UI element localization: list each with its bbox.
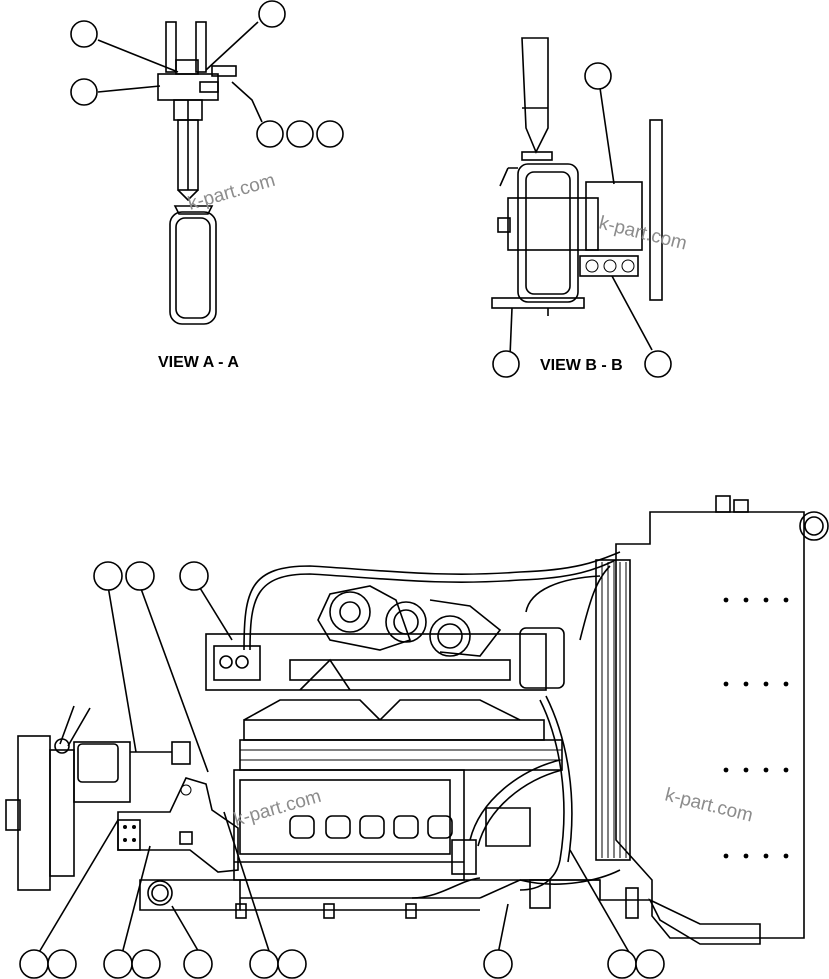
callout-bubble[interactable] bbox=[607, 949, 637, 979]
engine-assembly-drawing bbox=[5, 495, 829, 945]
callout-bubble[interactable] bbox=[249, 949, 279, 979]
leader-line bbox=[205, 21, 259, 71]
callout-bubble[interactable] bbox=[47, 949, 77, 979]
callout-bubble[interactable] bbox=[258, 0, 286, 28]
callout-bubble[interactable] bbox=[584, 62, 612, 90]
gearbox bbox=[73, 741, 131, 803]
pump bbox=[451, 839, 477, 875]
callout-bubble[interactable] bbox=[125, 561, 155, 591]
watermark: k-part.com bbox=[186, 170, 278, 215]
callout-bubble[interactable] bbox=[286, 120, 314, 148]
coolant-hose bbox=[243, 551, 621, 651]
view-b-label: VIEW B - B bbox=[540, 357, 623, 374]
leader-line bbox=[231, 81, 263, 123]
callout-bubble[interactable] bbox=[93, 561, 123, 591]
callout-bubble[interactable] bbox=[277, 949, 307, 979]
lower-hose bbox=[519, 699, 565, 891]
callout-bubble[interactable] bbox=[19, 949, 49, 979]
generator-housing bbox=[17, 735, 51, 891]
watermark: k-part.com bbox=[232, 786, 324, 831]
callout-bubble[interactable] bbox=[635, 949, 665, 979]
leader-line bbox=[97, 85, 161, 93]
turbochargers bbox=[317, 585, 502, 657]
callout-bubble[interactable] bbox=[103, 949, 133, 979]
leader-line bbox=[599, 87, 615, 185]
view-b-drawing bbox=[491, 37, 672, 378]
base-roller bbox=[147, 880, 173, 906]
callout-bubble[interactable] bbox=[483, 949, 513, 979]
callout-bubble[interactable] bbox=[644, 350, 672, 378]
callout-bubble[interactable] bbox=[131, 949, 161, 979]
watermark: k-part.com bbox=[597, 212, 689, 254]
cylinder-ports bbox=[289, 815, 453, 839]
view-a-drawing bbox=[70, 0, 344, 325]
callout-bubble[interactable] bbox=[316, 120, 344, 148]
main-leader-lines bbox=[37, 585, 631, 955]
aftercooler bbox=[239, 739, 563, 771]
engine-block bbox=[233, 769, 465, 881]
callout-bubble[interactable] bbox=[179, 561, 209, 591]
callout-bubble[interactable] bbox=[256, 120, 284, 148]
callout-bubble[interactable] bbox=[70, 78, 98, 106]
view-a-label: VIEW A - A bbox=[158, 354, 239, 371]
radiator-bolt-pattern bbox=[723, 597, 789, 859]
leader-line bbox=[509, 307, 513, 357]
leader-line bbox=[611, 275, 653, 351]
callout-bubble[interactable] bbox=[70, 20, 98, 48]
exhaust-manifold bbox=[205, 633, 547, 691]
radiator bbox=[615, 511, 805, 939]
main-callouts bbox=[19, 561, 665, 979]
callout-bubble[interactable] bbox=[492, 350, 520, 378]
watermark: k-part.com bbox=[663, 784, 755, 826]
mount-bracket bbox=[117, 777, 239, 873]
sensor-box bbox=[529, 879, 551, 909]
callout-bubble[interactable] bbox=[183, 949, 213, 979]
leader-line bbox=[97, 39, 179, 73]
radiator-core bbox=[595, 559, 631, 861]
